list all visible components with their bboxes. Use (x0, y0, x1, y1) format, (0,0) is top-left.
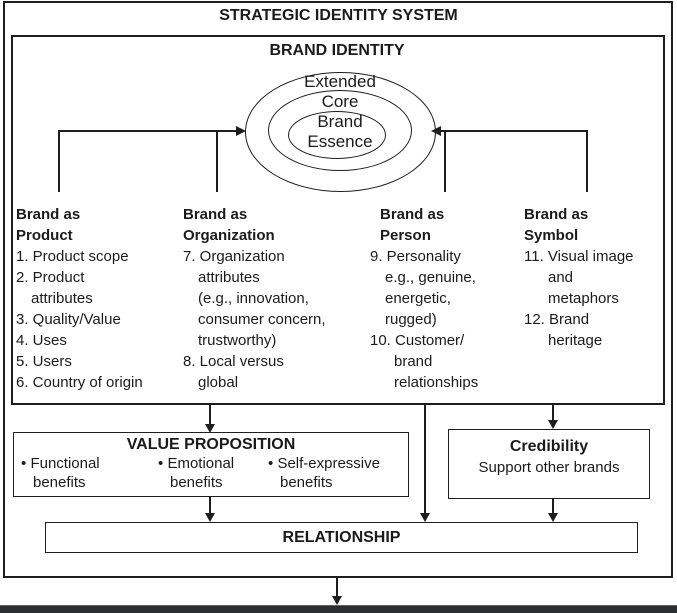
bullet-icon: • (268, 455, 274, 472)
dimension-item-line: heritage (548, 332, 603, 349)
dimension-item-line: 9. Personality (370, 248, 461, 265)
diagram-title: STRATEGIC IDENTITY SYSTEM (219, 7, 458, 24)
dimension-item-line: 5. Users (16, 353, 72, 370)
column-heading-line: Brand as (16, 206, 81, 223)
benefit-name: Self-expressive (277, 455, 380, 472)
value-proposition-benefits: • Functional benefits • Emotional benefi… (14, 454, 408, 494)
product-column-riser (58, 130, 60, 192)
ellipse-labels: Extended Core Brand Essence (245, 72, 435, 152)
brand-identity-heading: BRAND IDENTITY (269, 42, 405, 59)
down-arrow-icon (420, 513, 430, 522)
column-heading-line: Product (16, 227, 73, 244)
column-heading-line: Brand as (183, 206, 248, 223)
value-proposition-box: VALUE PROPOSITION • Functional benefits … (13, 432, 409, 497)
relationship-box: RELATIONSHIP (45, 522, 638, 553)
dimension-item-line: attributes (198, 269, 260, 286)
dimension-item-line: 4. Uses (16, 332, 67, 349)
column-brand-as-organization: Brand as Organization 7. Organization att… (183, 204, 348, 393)
dimension-item-line: energetic, (385, 290, 451, 307)
benefit-sub: benefits (280, 474, 333, 491)
down-arrow-icon (548, 420, 558, 429)
column-brand-as-product: Brand as Product 1. Product scope 2. Prod… (16, 204, 174, 393)
dimension-item-line: attributes (31, 290, 93, 307)
arrow-vp-to-relationship (209, 496, 211, 514)
column-items: 11. Visual image and metaphors 12. Brand her… (524, 246, 669, 351)
benefit-sub: benefits (33, 474, 86, 491)
down-arrow-icon (332, 596, 342, 605)
value-proposition-title: VALUE PROPOSITION (126, 436, 296, 453)
dimension-item-line: consumer concern, (198, 311, 326, 328)
down-arrow-icon (205, 513, 215, 522)
left-connector-line (58, 130, 238, 132)
benefit-name: Emotional (167, 455, 235, 472)
column-heading-line: Brand as (524, 206, 589, 223)
bottom-section-bar (0, 605, 677, 613)
right-connector-line (440, 130, 588, 132)
column-heading-line: Brand as (380, 206, 445, 223)
label-core: Core (321, 92, 359, 111)
organization-column-riser (216, 130, 218, 192)
benefit-sub: benefits (170, 474, 223, 491)
dimension-item-line: metaphors (548, 290, 619, 307)
dimension-item-line: rugged) (385, 311, 437, 328)
person-column-riser (444, 130, 446, 192)
column-brand-as-symbol: Brand as Symbol 11. Visual image and metap… (524, 204, 669, 351)
dimension-item-line: 6. Country of origin (16, 374, 143, 391)
credibility-box: Credibility Support other brands (448, 429, 650, 499)
column-heading-line: Organization (183, 227, 275, 244)
benefit-emotional: • Emotional benefits (158, 454, 234, 492)
dimension-item-line: 11. Visual image (524, 248, 634, 265)
core-identity-ellipse (268, 90, 412, 171)
column-items: 1. Product scope 2. Product attributes 3. Q… (16, 246, 174, 393)
dimension-item-line: and (548, 269, 574, 286)
credibility-title: Credibility (509, 438, 589, 455)
dimension-item-line: 10. Customer/ (370, 332, 465, 349)
arrow-to-credibility (552, 403, 554, 422)
bullet-icon: • (21, 455, 27, 472)
brand-essence-ellipse (288, 111, 386, 159)
dimension-item-line: 3. Quality/Value (16, 311, 121, 328)
column-items: 7. Organization attributes (e.g., innovati… (183, 246, 348, 393)
column-heading-line: Symbol (524, 227, 579, 244)
dimension-item-line: brand (394, 353, 433, 370)
benefit-name: Functional (30, 455, 100, 472)
arrow-to-value-proposition (209, 403, 211, 426)
relationship-title: RELATIONSHIP (282, 529, 401, 546)
column-heading-line: Person (380, 227, 431, 244)
arrow-person-to-relationship (424, 403, 426, 515)
column-items: 9. Personality e.g., genuine, energetic, ru… (370, 246, 520, 393)
dimension-item-line: global (198, 374, 239, 391)
credibility-subtitle: Support other brands (478, 459, 620, 476)
label-extended: Extended (304, 72, 376, 91)
right-arrow-icon (431, 126, 441, 136)
dimension-item-line: trustworthy) (198, 332, 277, 349)
label-essence: Essence (307, 132, 373, 151)
dimension-item-line: 7. Organization (183, 248, 285, 265)
benefit-functional: • Functional benefits (21, 454, 100, 492)
dimension-item-line: 12. Brand (524, 311, 590, 328)
symbol-column-riser (586, 130, 588, 192)
arrow-to-implementation (336, 576, 338, 598)
benefit-self-expressive: • Self-expressive benefits (268, 454, 380, 492)
dimension-item-line: 1. Product scope (16, 248, 129, 265)
dimension-item-line: relationships (394, 374, 479, 391)
left-arrow-icon (236, 126, 246, 136)
down-arrow-icon (205, 424, 215, 433)
bullet-icon: • (158, 455, 164, 472)
arrow-credibility-to-relationship (552, 498, 554, 514)
label-brand: Brand (317, 112, 363, 131)
dimension-item-line: 8. Local versus (183, 353, 284, 370)
dimension-item-line: e.g., genuine, (385, 269, 476, 286)
dimension-item-line: 2. Product (16, 269, 85, 286)
down-arrow-icon (548, 513, 558, 522)
dimension-item-line: (e.g., innovation, (198, 290, 309, 307)
column-brand-as-person: Brand as Person 9. Personality e.g., genu… (370, 204, 520, 393)
